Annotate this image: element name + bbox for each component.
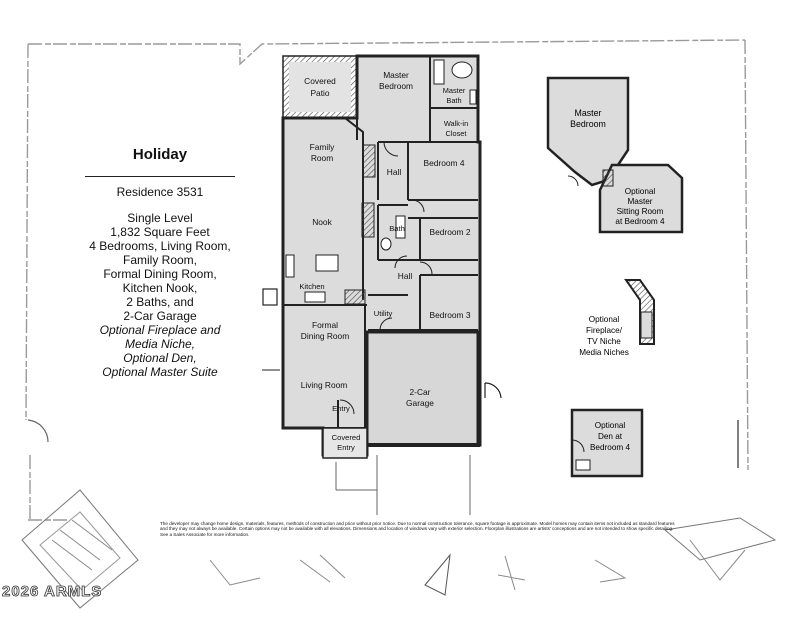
label-utility: Utility [374,309,393,318]
sketch-decorations [21,489,777,609]
feature-line: 4 Bedrooms, Living Room, [89,239,231,253]
sketch-door-arc [27,419,49,443]
feature-line: Family Room, [122,253,197,267]
option-master-suite-plan: Master Bedroom Optional Master Sitting R… [546,76,684,234]
label-hall-1: Hall [387,167,402,177]
label-master-bath-2: Bath [446,96,461,105]
label-walkin-closet-2: Closet [446,129,467,138]
disclaimer-text: The developer may change home design, ma… [160,521,675,537]
option-label-master-2: Bedroom [570,119,606,129]
label-covered-entry-2: Entry [337,443,355,452]
option-label-fireplace-4: Media Niches [579,348,629,357]
label-formal-dining-2: Dining Room [301,331,349,341]
option-label-fireplace-3: TV Niche [587,337,621,346]
label-hall-2: Hall [398,271,413,281]
label-covered-entry-1: Covered [332,433,361,442]
feature-line: 2 Baths, and [126,295,194,309]
garage-area [365,330,480,447]
option-line: Media Niche, [124,337,196,351]
option-label-fireplace-2: Fireplace/ [586,326,623,335]
label-kitchen: Kitchen [299,282,324,291]
label-bedroom-4: Bedroom 4 [424,158,465,168]
label-entry: Entry [332,404,350,413]
feature-line: Formal Dining Room, [103,267,217,281]
feature-line: Single Level [127,211,193,225]
feature-line: 1,832 Square Feet [110,225,210,239]
label-formal-dining-1: Formal [312,320,338,330]
label-bedroom-3: Bedroom 3 [430,310,471,320]
option-den-plan: Optional Den at Bedroom 4 [570,408,644,478]
option-label-master-1: Master [575,108,602,118]
option-label-sitting-3: Sitting Room [617,207,664,216]
feature-line: 2-Car Garage [123,309,197,323]
option-line: Optional Master Suite [102,365,218,379]
sketch-border [25,39,749,521]
label-master-bedroom-2: Bedroom [379,81,413,91]
label-bedroom-2: Bedroom 2 [430,227,471,237]
main-floor-plan [262,54,502,515]
option-fireplace-plan: Optional Fireplace/ TV Niche Media Niche… [579,279,655,357]
option-label-sitting-1: Optional [625,187,656,196]
label-family-room-1: Family [310,142,335,152]
option-line: Optional Fireplace and [99,323,221,337]
label-covered-patio-2: Patio [310,88,329,98]
option-label-sitting-4: at Bedroom 4 [615,217,665,226]
feature-line: Kitchen Nook, [122,281,198,295]
label-walkin-closet-1: Walk-in [444,119,468,128]
option-line: Optional Den, [123,351,197,365]
title-divider [85,176,235,177]
label-garage-2: Garage [406,398,434,408]
option-label-den-1: Optional [595,421,626,430]
label-family-room-2: Room [311,153,333,163]
option-label-den-2: Den at [598,432,623,441]
option-label-den-3: Bedroom 4 [590,443,630,452]
residence-number: Residence 3531 [116,185,204,199]
option-label-sitting-2: Master [627,197,652,206]
copyright-watermark: 2026 ARMLS [2,583,103,601]
label-master-bath-1: Master [443,86,466,95]
plan-title: Holiday [132,146,188,163]
room-labels: Covered Patio Master Bedroom Master Bath… [299,70,470,452]
label-garage-1: 2-Car [410,387,431,397]
label-living-room: Living Room [301,380,348,390]
label-bath: Bath [389,224,405,233]
label-master-bedroom-1: Master [383,70,409,80]
label-covered-patio-1: Covered [304,76,336,86]
option-label-fireplace-1: Optional [589,315,620,324]
plan-info-panel: Holiday Residence 3531 Single Level 1,83… [70,146,250,379]
label-nook: Nook [312,217,332,227]
